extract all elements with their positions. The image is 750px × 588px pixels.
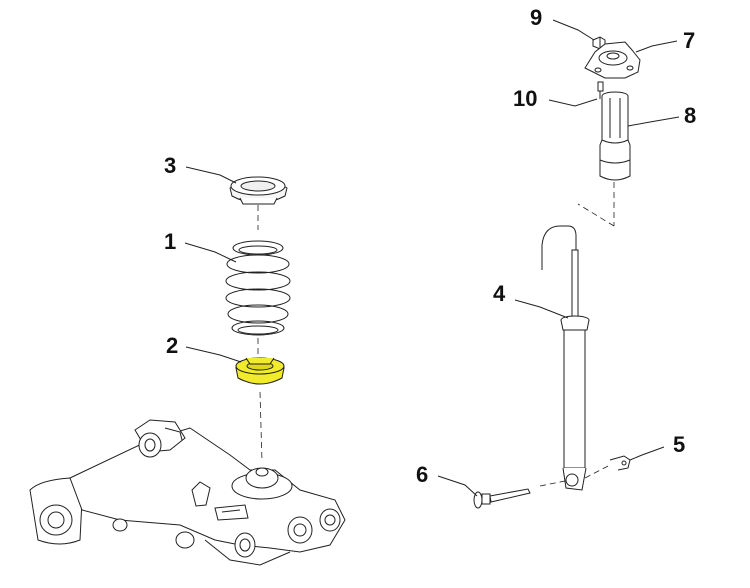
callout-10: 10 bbox=[513, 86, 537, 111]
lower-spring-seat-part[interactable] bbox=[235, 357, 285, 385]
callout-6: 6 bbox=[416, 462, 428, 487]
coil-spring-part[interactable] bbox=[225, 240, 291, 336]
callout-8: 8 bbox=[684, 103, 696, 128]
callout-1: 1 bbox=[164, 229, 176, 254]
upper-spring-seat-part[interactable] bbox=[229, 176, 288, 205]
upper-damper-mount-part[interactable] bbox=[584, 41, 641, 79]
callout-7: 7 bbox=[683, 28, 695, 53]
dust-boot-part[interactable] bbox=[599, 91, 631, 181]
long-bolt-part[interactable] bbox=[473, 488, 531, 509]
leader-lines bbox=[184, 19, 680, 497]
clip-part[interactable] bbox=[609, 455, 631, 471]
callout-5: 5 bbox=[673, 432, 685, 457]
shock-absorber-part[interactable] bbox=[541, 225, 590, 491]
callout-4: 4 bbox=[493, 281, 506, 306]
rear-subframe-part bbox=[29, 419, 346, 566]
callout-2: 2 bbox=[166, 333, 178, 358]
bolt-part[interactable] bbox=[597, 81, 604, 99]
callout-3: 3 bbox=[164, 153, 176, 178]
callout-9: 9 bbox=[530, 5, 542, 30]
